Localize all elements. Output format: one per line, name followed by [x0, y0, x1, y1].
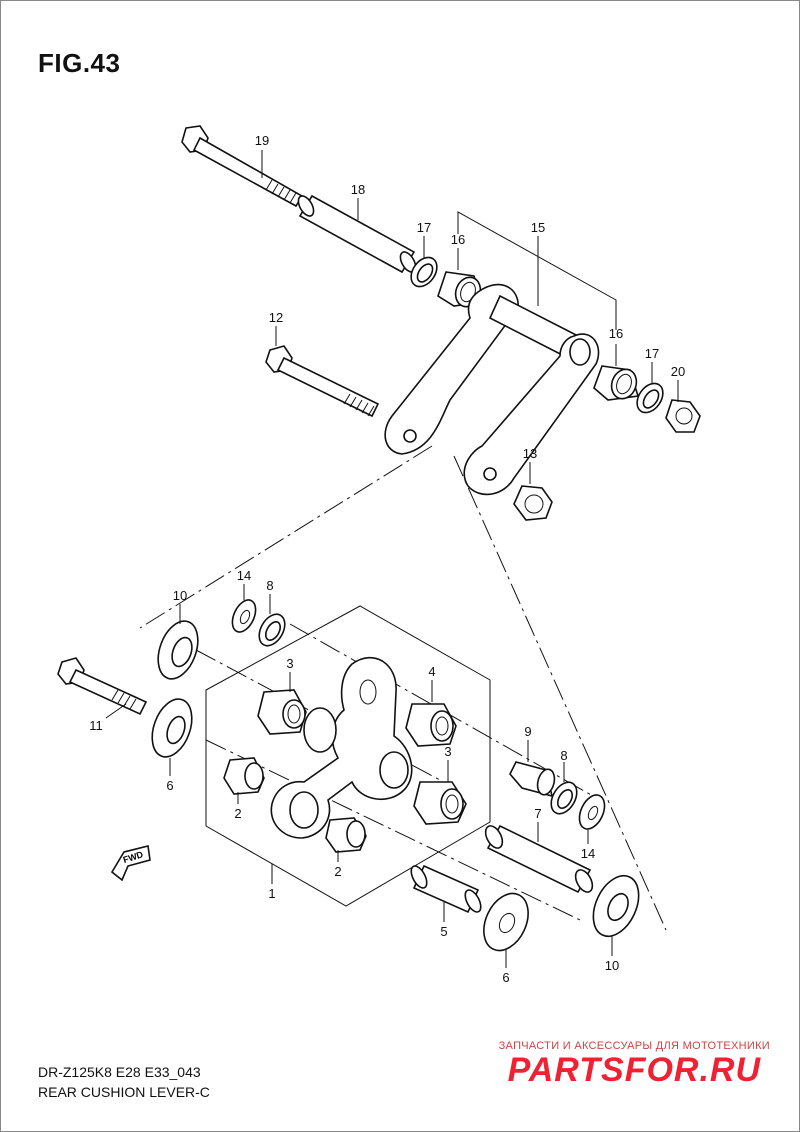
- figure-subtitle: REAR CUSHION LEVER-C: [38, 1084, 210, 1100]
- part-3-bearing-lower[interactable]: [413, 781, 467, 825]
- leader-lines: [105, 150, 679, 968]
- part-6-washer-left[interactable]: [145, 694, 199, 763]
- callout-9[interactable]: 9: [524, 724, 531, 739]
- callout-4[interactable]: 4: [428, 664, 435, 679]
- callout-18[interactable]: 18: [351, 182, 365, 197]
- callout-10[interactable]: 10: [605, 958, 619, 973]
- callout-labels: 19 18 17 16 15 12 16 17 20 13 10 14 8 3 …: [89, 133, 685, 985]
- part-10-washer-lower[interactable]: [584, 869, 647, 944]
- part-17-seal-upper-left[interactable]: [406, 253, 442, 292]
- part-14-washer-upper[interactable]: [228, 596, 260, 635]
- callout-19[interactable]: 19: [255, 133, 269, 148]
- callout-2[interactable]: 2: [234, 806, 241, 821]
- callout-6[interactable]: 6: [166, 778, 173, 793]
- figure-title: FIG.43: [38, 48, 121, 78]
- part-2-bearing-lower[interactable]: [325, 817, 367, 853]
- callout-13[interactable]: 13: [523, 446, 537, 461]
- callout-14[interactable]: 14: [237, 568, 251, 583]
- part-7-sleeve[interactable]: [482, 823, 596, 895]
- callout-7[interactable]: 7: [534, 806, 541, 821]
- part-5-collar[interactable]: [408, 864, 484, 915]
- callout-16[interactable]: 16: [451, 232, 465, 247]
- callout-6[interactable]: 6: [502, 970, 509, 985]
- part-1-group-outline: [205, 605, 491, 907]
- part-14-washer-lower[interactable]: [574, 791, 609, 833]
- callout-3[interactable]: 3: [286, 656, 293, 671]
- callout-20[interactable]: 20: [671, 364, 685, 379]
- callout-10[interactable]: 10: [173, 588, 187, 603]
- callout-15[interactable]: 15: [531, 220, 545, 235]
- callout-3[interactable]: 3: [444, 744, 451, 759]
- part-20-nut[interactable]: [665, 399, 701, 433]
- figure-caption: DR-Z125K8 E28 E33_043 REAR CUSHION LEVER…: [38, 1062, 210, 1102]
- part-9-collar[interactable]: [509, 761, 557, 798]
- watermark-tagline: ЗАПЧАСТИ И АКСЕССУАРЫ ДЛЯ МОТОТЕХНИКИ: [498, 1040, 770, 1052]
- callout-14[interactable]: 14: [581, 846, 595, 861]
- callout-1[interactable]: 1: [268, 886, 275, 901]
- part-15-cushion-rod[interactable]: [384, 283, 600, 496]
- fwd-arrow-icon: FWD: [110, 845, 151, 882]
- part-3-bearing-upper[interactable]: [257, 689, 307, 735]
- part-19-bolt[interactable]: [181, 125, 304, 208]
- callout-17[interactable]: 17: [645, 346, 659, 361]
- callout-12[interactable]: 12: [269, 310, 283, 325]
- part-16-bearing-upper-right[interactable]: [593, 365, 640, 402]
- callout-17[interactable]: 17: [417, 220, 431, 235]
- part-18-sleeve[interactable]: [295, 193, 418, 274]
- part-4-bearing[interactable]: [405, 703, 457, 747]
- watermark: ЗАПЧАСТИ И АКСЕССУАРЫ ДЛЯ МОТОТЕХНИКИ PA…: [499, 1040, 770, 1088]
- part-17-seal-upper-right[interactable]: [632, 379, 668, 418]
- watermark-logo: PARTSFOR.RU: [507, 1051, 762, 1089]
- callout-5[interactable]: 5: [440, 924, 447, 939]
- model-code: DR-Z125K8 E28 E33_043: [38, 1064, 201, 1080]
- part-11-bolt[interactable]: [57, 657, 148, 716]
- callout-2[interactable]: 2: [334, 864, 341, 879]
- callout-16[interactable]: 16: [609, 326, 623, 341]
- part-1-cushion-lever[interactable]: [270, 656, 413, 839]
- callout-11[interactable]: 11: [89, 718, 103, 733]
- part-13-nut[interactable]: [513, 485, 553, 521]
- callout-8[interactable]: 8: [266, 578, 273, 593]
- part-10-washer-upper[interactable]: [151, 616, 205, 685]
- part-12-bolt[interactable]: [265, 345, 380, 418]
- part-2-bearing-left[interactable]: [223, 757, 265, 795]
- part-6-washer-lower[interactable]: [475, 886, 537, 957]
- part-8-seal-lower[interactable]: [546, 778, 582, 818]
- part-8-seal-upper[interactable]: [254, 610, 290, 650]
- callout-8[interactable]: 8: [560, 748, 567, 763]
